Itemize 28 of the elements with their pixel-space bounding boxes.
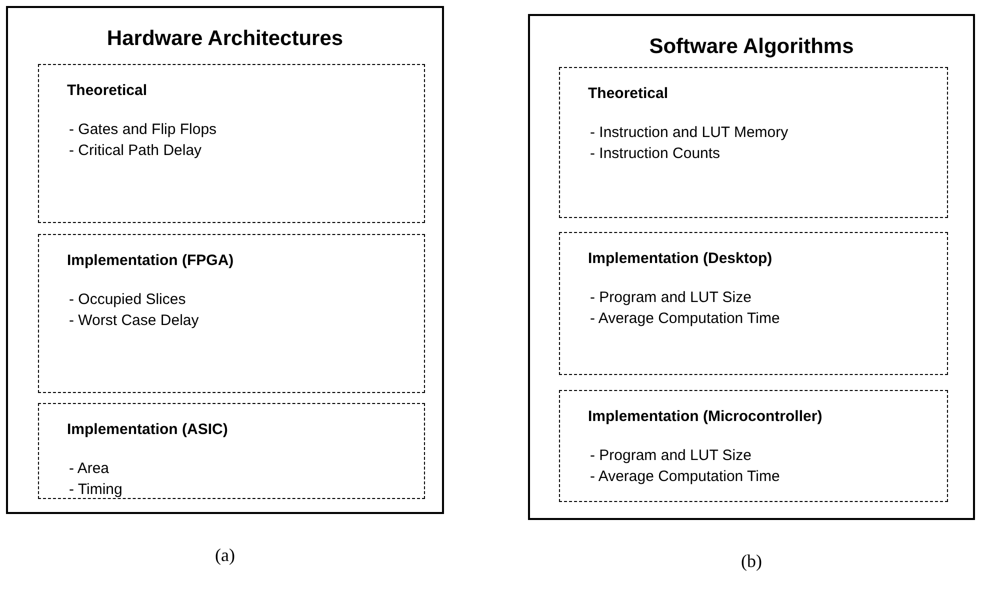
subfigure-caption: (b) <box>741 550 762 573</box>
list-item: - Program and LUT Size <box>589 446 752 466</box>
list-item: - Average Computation Time <box>589 309 780 329</box>
panel-title: Software Algorithms <box>648 34 855 60</box>
subfigure-caption: (a) <box>215 544 235 567</box>
list-item: - Area <box>68 459 110 479</box>
section-heading: Implementation (ASIC) <box>67 420 228 440</box>
list-item: - Gates and Flip Flops <box>68 120 217 140</box>
list-item: - Worst Case Delay <box>68 311 199 331</box>
section-box <box>559 67 948 218</box>
panel-title: Hardware Architectures <box>106 26 344 52</box>
list-item: - Timing <box>68 480 122 500</box>
section-box <box>559 232 948 375</box>
section-heading: Implementation (Microcontroller) <box>588 407 822 427</box>
section-box <box>38 64 425 223</box>
section-heading: Theoretical <box>588 84 668 104</box>
section-box <box>38 403 425 499</box>
list-item: - Program and LUT Size <box>589 288 752 308</box>
list-item: - Occupied Slices <box>68 290 186 310</box>
list-item: - Instruction and LUT Memory <box>589 123 788 143</box>
section-heading: Theoretical <box>67 81 148 101</box>
section-heading: Implementation (Desktop) <box>588 249 772 269</box>
list-item: - Instruction Counts <box>589 144 720 164</box>
section-box <box>559 390 948 502</box>
section-box <box>38 234 425 393</box>
list-item: - Critical Path Delay <box>68 141 202 161</box>
list-item: - Average Computation Time <box>589 467 780 487</box>
section-heading: Implementation (FPGA) <box>67 251 234 271</box>
